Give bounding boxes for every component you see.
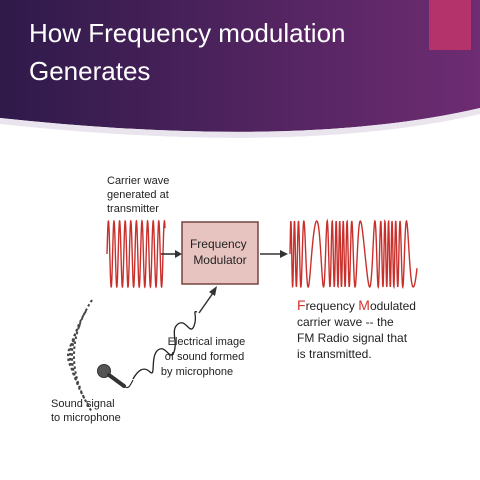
electrical-label-line-3: by microphone [161, 366, 233, 378]
fm-wave-label: Frequency Modulated carrier wave -- the … [297, 297, 419, 361]
slide-title: How Frequency modulation Generates [29, 14, 419, 90]
electrical-signal-line [132, 310, 198, 380]
fm-label-line-3: FM Radio signal that [297, 331, 408, 345]
title-banner [0, 0, 480, 138]
electrical-image-label: Electrical image of sound formed by micr… [161, 336, 248, 378]
fm-label-line-1: Frequency Modulated [297, 297, 416, 313]
electrical-label-line-1: Electrical image [168, 336, 246, 348]
carrier-wave [106, 219, 166, 289]
fm-modulated-wave [289, 218, 418, 290]
sound-label-line-1: Sound signal [51, 398, 115, 410]
sound-label-line-2: to microphone [51, 412, 121, 424]
sound-signal-label: Sound signal to microphone [51, 398, 121, 424]
carrier-label-line-2: generated at [107, 189, 169, 201]
slide-title-line-1: How Frequency modulation [29, 18, 346, 48]
carrier-label-line-1: Carrier wave [107, 175, 169, 187]
arrow-icon [198, 286, 217, 314]
modulator-label-line-1: Frequency [190, 237, 247, 251]
fm-label-line-2: carrier wave -- the [297, 315, 394, 329]
electrical-label-line-2: of sound formed [165, 351, 245, 363]
modulator-label-line-2: Modulator [193, 253, 246, 267]
fm-label-line-4: is transmitted. [297, 347, 372, 361]
carrier-wave-label: Carrier wave generated at transmitter [107, 175, 172, 215]
carrier-label-line-3: transmitter [107, 203, 159, 215]
sound-waves-icon [67, 299, 93, 413]
arrow-icon [161, 250, 182, 258]
accent-square [429, 0, 471, 50]
microphone-icon [97, 364, 134, 389]
slide-title-line-2: Generates [29, 56, 151, 86]
arrow-icon [260, 250, 288, 258]
frequency-modulator-box [181, 221, 259, 285]
modulator-label: Frequency Modulator [190, 237, 250, 267]
